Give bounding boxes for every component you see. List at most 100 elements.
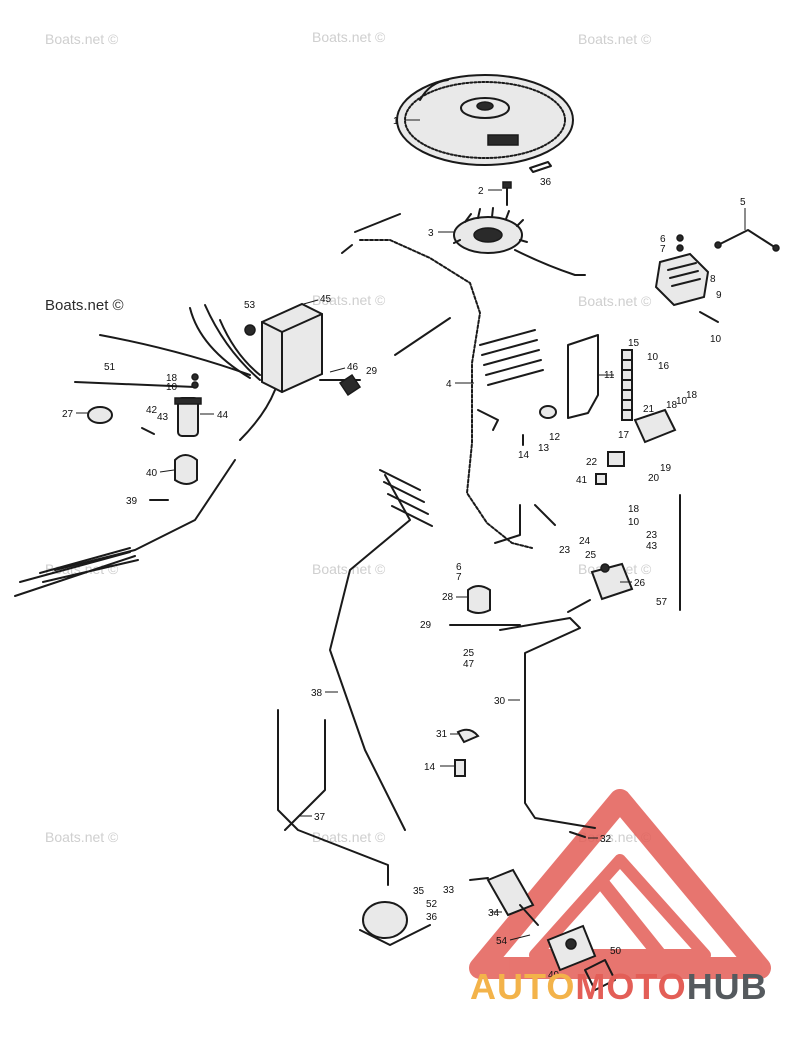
callout-label: 44: [217, 410, 229, 421]
logo-part-auto: AUTO: [470, 966, 576, 1007]
callout-label: 10: [647, 352, 659, 363]
callout-label: 26: [634, 578, 646, 589]
callout-label: 42: [146, 405, 158, 416]
callout-label: 8: [710, 274, 716, 285]
callout-label: 31: [436, 729, 448, 740]
logo-part-hub: HUB: [686, 966, 768, 1007]
callout-label: 46: [347, 362, 359, 373]
warning-horn: [359, 901, 431, 946]
callout-label: 51: [104, 362, 116, 373]
callout-label: 20: [648, 473, 660, 484]
logo-part-moto: MOTO: [575, 966, 687, 1007]
remote-harness: [329, 474, 411, 831]
callout-label: 18: [628, 504, 640, 515]
callout-label: 54: [496, 936, 508, 947]
callout-label: 16: [658, 361, 670, 372]
mounting-bushing: [319, 373, 362, 397]
callout-label: 40: [146, 468, 158, 479]
callout-label: 18: [166, 373, 178, 384]
coil-clamp: [174, 454, 198, 485]
callout-label: 33: [443, 885, 455, 896]
clip: [456, 728, 480, 744]
ignition-switch: [469, 868, 539, 926]
callout-label: 18: [686, 390, 698, 401]
watermark: Boats.net ©: [45, 561, 119, 577]
main-harness: [359, 239, 533, 549]
callout-label: 21: [643, 404, 655, 415]
bolt: [502, 181, 512, 206]
callout-label: 36: [540, 177, 552, 188]
callout-label: 19: [660, 463, 672, 474]
callout-label: 9: [716, 290, 722, 301]
callout-label: 6: [660, 234, 666, 245]
callout-label: 10: [676, 396, 688, 407]
callout-label: 47: [463, 659, 475, 670]
callout-label: 14: [424, 762, 436, 773]
callout-label: 27: [62, 409, 74, 420]
callout-label: 15: [628, 338, 640, 349]
callout-label: 37: [314, 812, 326, 823]
callout-label: 4: [446, 379, 452, 390]
callout-label: 24: [579, 536, 591, 547]
callout-label: 49: [548, 970, 560, 981]
callout-label: 17: [618, 430, 630, 441]
callout-label: 7: [456, 572, 462, 583]
callout-label: 10: [628, 517, 640, 528]
callout-label: 23: [646, 530, 658, 541]
callout-label: 29: [366, 366, 378, 377]
callout-label: 13: [538, 443, 550, 454]
watermark: Boats.net ©: [312, 292, 386, 308]
callout-label: 45: [320, 294, 332, 305]
watermark: Boats.net ©: [45, 31, 119, 47]
stator: [453, 207, 586, 276]
callout-label: 28: [442, 592, 454, 603]
callout-label: 5: [740, 197, 746, 208]
callout-label: 14: [518, 450, 530, 461]
callout-label: 57: [656, 597, 668, 608]
callout-label: 43: [646, 541, 658, 552]
callout-label: 23: [559, 545, 571, 556]
callout-label: 41: [576, 475, 588, 486]
callout-label: 35: [413, 886, 425, 897]
callout-label: 32: [600, 834, 612, 845]
rectifier: [654, 234, 719, 323]
terminal-block: [567, 334, 633, 421]
flywheel: [396, 74, 574, 166]
callout-label: 7: [660, 244, 666, 255]
callout-label: 1: [393, 116, 399, 127]
bracket: [633, 408, 677, 444]
cap: [467, 585, 491, 614]
starter-solenoid: [567, 562, 634, 613]
callout-label: 53: [244, 300, 256, 311]
automotohub-logo: AUTOMOTOHUB: [470, 966, 768, 1008]
callout-label: 34: [488, 908, 500, 919]
callout-label: 29: [420, 620, 432, 631]
fuse-holder: [607, 451, 625, 467]
callout-label: 22: [586, 457, 598, 468]
watermark: Boats.net ©: [312, 829, 386, 845]
callouts: 1 36 2 3 5 6 7 8 9 10 53 45 46 29 4 51 1…: [62, 116, 746, 981]
callout-label: 36: [426, 912, 438, 923]
ground-wire: [717, 229, 777, 249]
callout-label: 2: [478, 186, 484, 197]
callout-label: 10: [710, 334, 722, 345]
ignition-coil: [174, 397, 202, 437]
callout-label: 43: [157, 412, 169, 423]
watermark: Boats.net ©: [312, 29, 386, 45]
callout-label: 38: [311, 688, 323, 699]
callout-label: 3: [428, 228, 434, 239]
callout-label: 18: [666, 400, 678, 411]
callout-label: 25: [585, 550, 597, 561]
callout-label: 39: [126, 496, 138, 507]
logo-triangle-icon: [469, 789, 771, 979]
switch-box: [244, 302, 323, 394]
rod: [394, 317, 451, 356]
callout-label: 12: [549, 432, 561, 443]
watermark-bold: Boats.net ©: [45, 297, 124, 314]
watermark: Boats.net ©: [45, 829, 119, 845]
callout-label: 50: [610, 946, 622, 957]
clamp: [87, 406, 113, 424]
callout-label: 52: [426, 899, 438, 910]
callout-label: 6: [456, 562, 462, 573]
